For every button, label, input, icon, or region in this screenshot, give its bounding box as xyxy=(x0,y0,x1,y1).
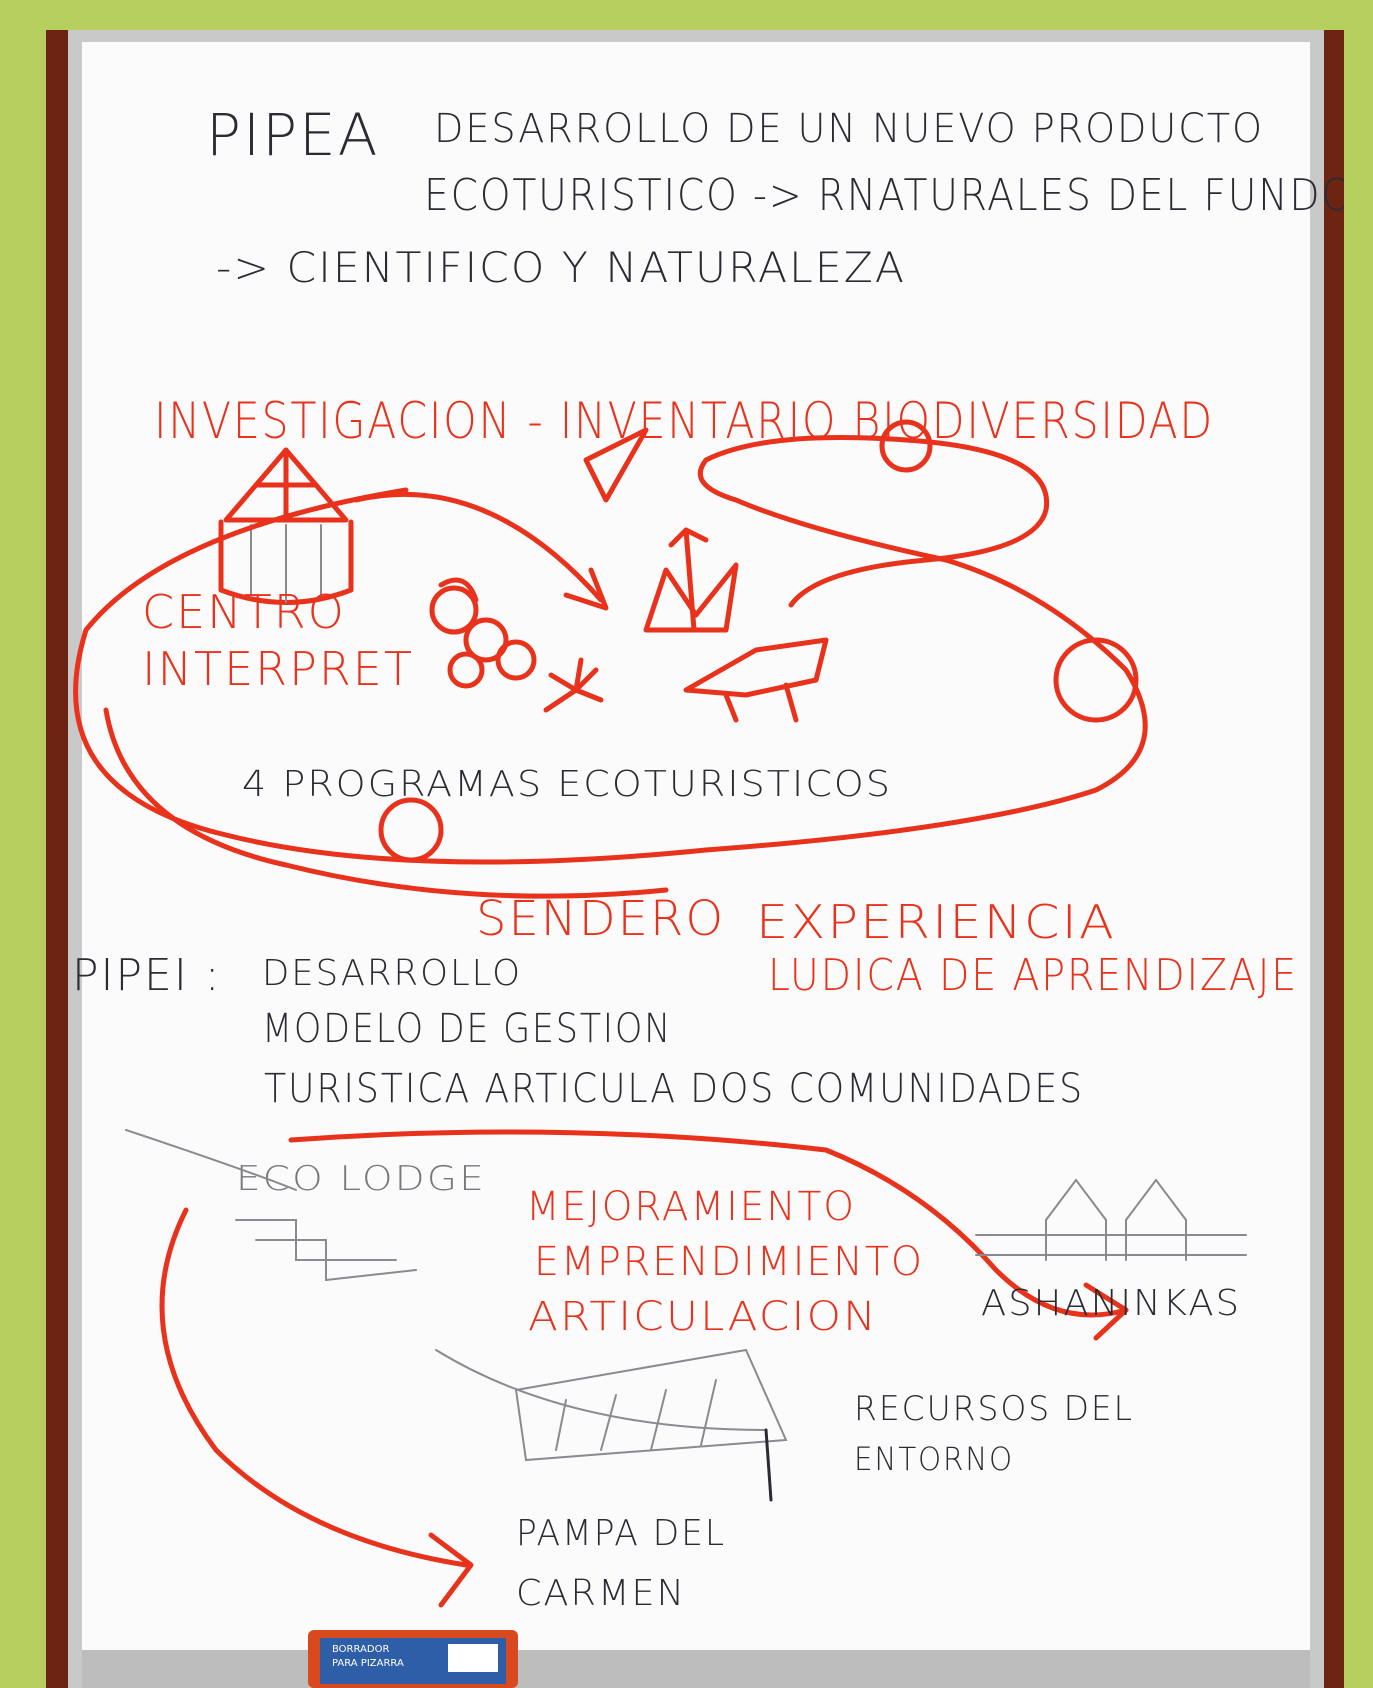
trail-node-top xyxy=(879,419,933,473)
ecolodge-sketch xyxy=(125,1129,788,1502)
trail-node-right xyxy=(1053,637,1139,723)
sprout-drawing xyxy=(543,657,604,713)
eraser-line-2: PARA PIZARRA xyxy=(332,1658,404,1669)
centro-line-2: INTERPRET xyxy=(142,642,414,696)
experiencia-line-1: EXPERIENCIA xyxy=(756,895,1116,949)
pipei-label: PIPEI : xyxy=(72,950,222,1001)
recursos-line-1: RECURSOS DEL xyxy=(854,1389,1134,1429)
ashaninkas-huts-sketch xyxy=(975,1178,1247,1261)
eraser-line-1: BORRADOR xyxy=(332,1644,389,1655)
centro-line-1: CENTRO xyxy=(142,585,346,639)
pipei-line-1: DESARROLLO xyxy=(262,953,522,994)
sweep-left xyxy=(159,1207,469,1568)
animal-drawing xyxy=(683,637,829,723)
pipei-line-3: TURISTICA ARTICULA DOS COMUNIDADES xyxy=(264,1066,1084,1112)
trail-loop xyxy=(73,435,1148,865)
sweep-left-arrowhead xyxy=(428,1532,474,1608)
subtitle: -> CIENTIFICO Y NATURALEZA xyxy=(216,243,906,292)
title-line-1: DESARROLLO DE UN NUEVO PRODUCTO xyxy=(434,106,1264,152)
pampa-line-2: CARMEN xyxy=(516,1573,686,1614)
trail-outer xyxy=(103,707,669,899)
marker-tray xyxy=(82,1650,1310,1688)
mejora-line-1: MEJORAMIENTO xyxy=(526,1184,856,1230)
arc-top xyxy=(288,1129,1129,1318)
red-heading: INVESTIGACION - INVENTARIO BIODIVERSIDAD xyxy=(154,392,1214,450)
experiencia-line-2: LUDICA DE APRENDIZAJE xyxy=(768,950,1298,1001)
recursos-line-2: ENTORNO xyxy=(854,1440,1014,1478)
title-line-2: ECOTURISTICO -> RNATURALES DEL FUNDO xyxy=(424,170,1344,221)
mejora-line-2: EMPRENDIMIENTO xyxy=(534,1239,924,1285)
interpretation-center-hut-drawing xyxy=(218,447,354,605)
trail-node-bottom xyxy=(378,797,444,863)
butterfly-drawing xyxy=(643,527,739,633)
sendero-label: SENDERO xyxy=(476,891,725,947)
whiteboard-scene: PIPEA DESARROLLO DE UN NUEVO PRODUCTO EC… xyxy=(46,30,1344,1688)
ecolodge-label: ECO LODGE xyxy=(236,1159,486,1199)
hut-arrowhead xyxy=(563,567,609,611)
ashaninkas-label: ASHANINKAS xyxy=(981,1283,1241,1324)
arc-top-arrowhead xyxy=(1083,1282,1129,1341)
whiteboard-eraser: BORRADOR PARA PIZARRA xyxy=(308,1630,518,1688)
whiteboard-photo: PIPEA DESARROLLO DE UN NUEVO PRODUCTO EC… xyxy=(46,30,1344,1688)
bird-drawing xyxy=(583,427,649,503)
pipei-line-2: MODELO DE GESTION xyxy=(262,1006,672,1052)
pampa-line-1: PAMPA DEL xyxy=(516,1513,726,1554)
flowers-drawing xyxy=(429,577,537,689)
programs-text: 4 PROGRAMAS ECOTURISTICOS xyxy=(242,764,892,805)
mejora-line-3: ARTICULACION xyxy=(528,1294,878,1340)
title-label: PIPEA xyxy=(206,101,379,169)
board-surface xyxy=(82,42,1310,1668)
